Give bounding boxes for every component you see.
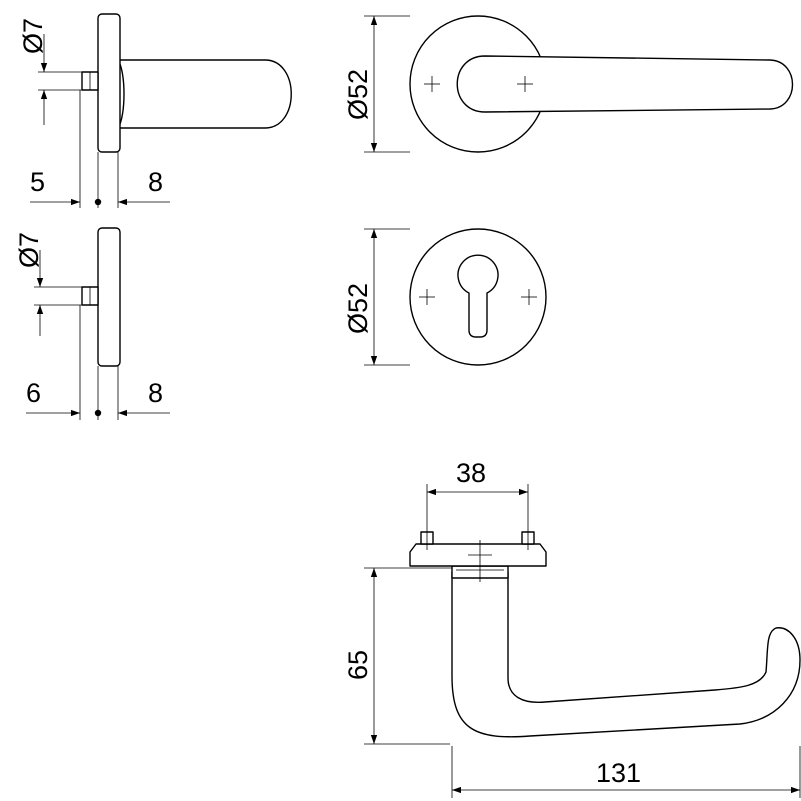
key-screw-right-icon [521,289,537,305]
front-view-key-rose: Ø52 [343,228,547,366]
top-left-dim-label: 5 [30,167,45,197]
key-rose-circle [409,228,547,366]
rose-spacing-label: 38 [456,458,486,488]
fixing-screw-left-icon [424,76,440,92]
side-view-key-rose: Ø7 6 8 [14,227,170,420]
side-key-rose-plate [97,227,121,367]
side-lever-grip [117,59,292,129]
lever-height-label: 65 [343,650,373,680]
keyhole-cylinder-icon [457,254,499,338]
front-view-lever-rose: Ø52 [343,15,794,153]
bottom-left-dim-label: 6 [26,378,41,408]
side-rose-plate [97,13,121,153]
fixing-screw-right-icon [517,76,533,92]
key-rose-dia-label: Ø52 [343,283,373,334]
top-pin-dia-label: Ø7 [18,18,48,54]
top-view-lever: 38 65 131 [343,458,801,798]
top-right-dim-label: 8 [148,167,163,197]
side-view-lever: Ø7 5 8 [18,13,292,208]
bottom-pin-dia-label: Ø7 [14,232,44,268]
bottom-right-dim-label: 8 [148,378,163,408]
front-lever-grip [456,55,794,113]
lever-length-label: 131 [596,758,641,788]
lever-rose-dia-label: Ø52 [343,69,373,120]
lever-body [451,571,801,738]
key-screw-left-icon [419,289,435,305]
